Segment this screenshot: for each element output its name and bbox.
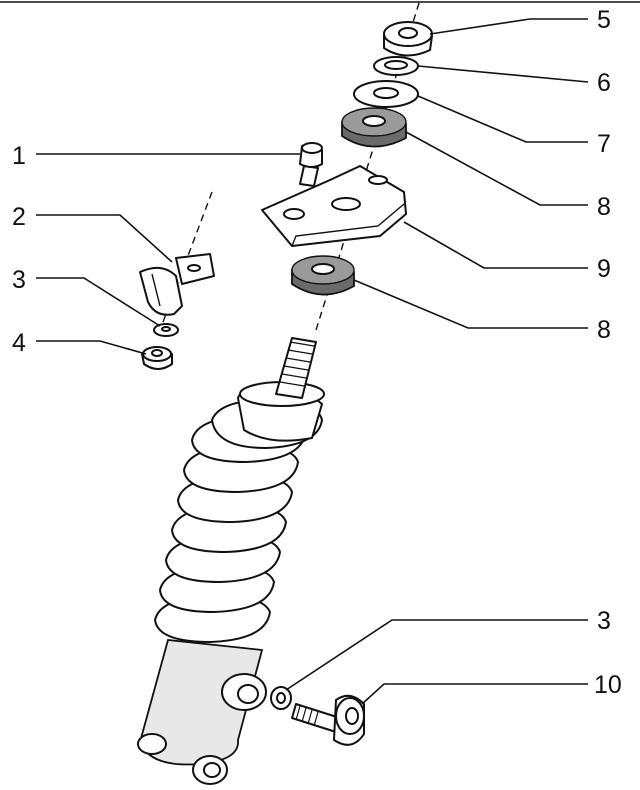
- leader-3-lower: [285, 619, 588, 691]
- leader-10: [361, 683, 588, 705]
- rod-thread: [279, 341, 315, 387]
- callout-1: 1: [12, 142, 26, 170]
- part-5-nut: [383, 21, 433, 57]
- callout-3-upper: 3: [12, 266, 26, 294]
- leader-6: [417, 65, 589, 83]
- callout-7: 7: [597, 130, 611, 158]
- callout-9: 9: [597, 255, 611, 283]
- callout-labels: 1 2 3 4 5 6 7 8 9 8 3 10: [12, 6, 622, 699]
- callout-3-lower: 3: [597, 607, 611, 635]
- leader-8-upper: [405, 131, 588, 206]
- part-8-upper-bush: [341, 107, 407, 148]
- part-9-bracket: [261, 165, 407, 247]
- shock-absorber: [137, 337, 325, 785]
- callout-2: 2: [12, 203, 26, 231]
- part-3-washer-lower: [270, 686, 292, 710]
- callout-5: 5: [597, 6, 611, 34]
- leader-3-upper: [36, 277, 161, 327]
- leader-2: [36, 214, 173, 263]
- leader-9: [403, 221, 588, 269]
- part-1-bolt: [299, 142, 323, 187]
- part-7-washer: [353, 80, 419, 108]
- leader-8-lower: [353, 279, 588, 329]
- part-3-washer-upper: [153, 323, 179, 337]
- leader-5: [429, 18, 588, 35]
- part-4-nut: [141, 346, 173, 370]
- leader-4: [36, 340, 147, 355]
- part-8-lower-bush: [291, 255, 355, 296]
- part-2-clamp: [139, 253, 215, 316]
- leader-7: [417, 95, 588, 143]
- callout-10: 10: [594, 671, 622, 699]
- callout-6: 6: [597, 69, 611, 97]
- part-6-washer: [373, 56, 419, 76]
- leader-lines: [36, 18, 589, 705]
- callout-4: 4: [12, 329, 26, 357]
- part-10-bolt: [291, 694, 365, 746]
- bolt-thread: [295, 705, 319, 727]
- callout-8-lower: 8: [597, 316, 611, 344]
- callout-8-upper: 8: [597, 193, 611, 221]
